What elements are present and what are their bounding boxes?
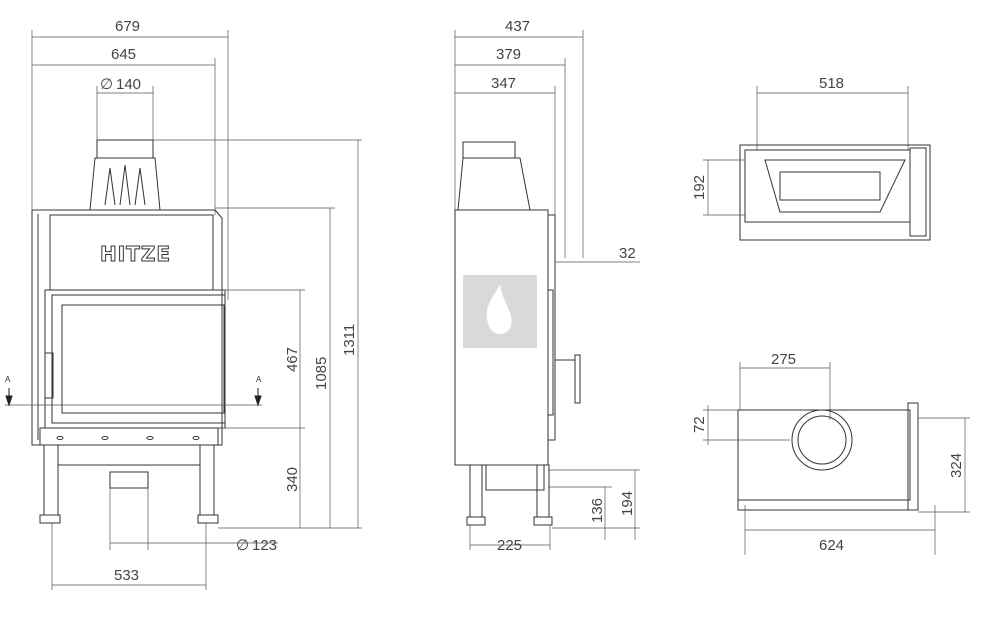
- section-view: 518 192: [691, 75, 931, 241]
- dim-leg-spacing: 533: [114, 567, 139, 584]
- section-marker-left: A: [5, 375, 11, 384]
- dim-section-width: 518: [819, 75, 844, 92]
- left-leg: [43, 444, 59, 516]
- dim-width-overall: 679: [115, 18, 140, 35]
- plan-body: [737, 409, 911, 501]
- door-handle: [44, 352, 54, 399]
- dim-width-body: 645: [111, 46, 136, 63]
- side-view: 437 379 347 32 136 194 225: [454, 18, 640, 554]
- front-view: 679 645 ∅ 140 HITZE A A 467 3: [5, 18, 362, 590]
- dim-depth-3: 347: [491, 75, 516, 92]
- section-marker-right: A: [256, 375, 262, 384]
- dim-flue-diameter: 140: [116, 76, 141, 93]
- air-inlet: [109, 471, 149, 489]
- glass: [61, 304, 225, 414]
- door-frame: [44, 289, 226, 429]
- flue-collar: [96, 139, 154, 159]
- plan-flue-ring: [791, 409, 853, 471]
- dim-depth-overall: 437: [505, 18, 530, 35]
- side-leg-front: [469, 464, 483, 518]
- dim-door-height: 467: [284, 347, 301, 372]
- dim-section-depth: 192: [691, 175, 708, 200]
- dim-height-overall: 1311: [341, 324, 358, 356]
- dim-plan-depth: 324: [948, 453, 965, 478]
- dim-inlet-height: 136: [589, 498, 606, 523]
- dim-height-body: 1085: [313, 357, 330, 390]
- dim-flue-offset: 275: [771, 351, 796, 368]
- hitze-logo: HITZE: [100, 242, 171, 266]
- dim-leg-depth: 225: [497, 537, 522, 554]
- dim-base-height: 194: [619, 491, 636, 516]
- flue-diameter-symbol: ∅: [100, 76, 113, 93]
- plan-view: 275 72 324 624: [691, 351, 970, 555]
- dim-depth-2: 379: [496, 46, 521, 63]
- side-leg-back: [536, 464, 550, 518]
- dim-leg-height: 340: [284, 467, 301, 492]
- flame-icon: [486, 285, 512, 334]
- section-body: [739, 144, 931, 241]
- firebox-body: [31, 209, 223, 446]
- dim-panel: 32: [619, 245, 636, 262]
- dim-flue-depth: 72: [691, 416, 708, 433]
- dim-plan-width: 624: [819, 537, 844, 554]
- right-leg: [199, 444, 215, 516]
- side-flue-collar: [462, 141, 516, 159]
- inlet-diameter-symbol: ∅: [236, 537, 249, 554]
- dim-air-inlet-diameter: 123: [252, 537, 277, 554]
